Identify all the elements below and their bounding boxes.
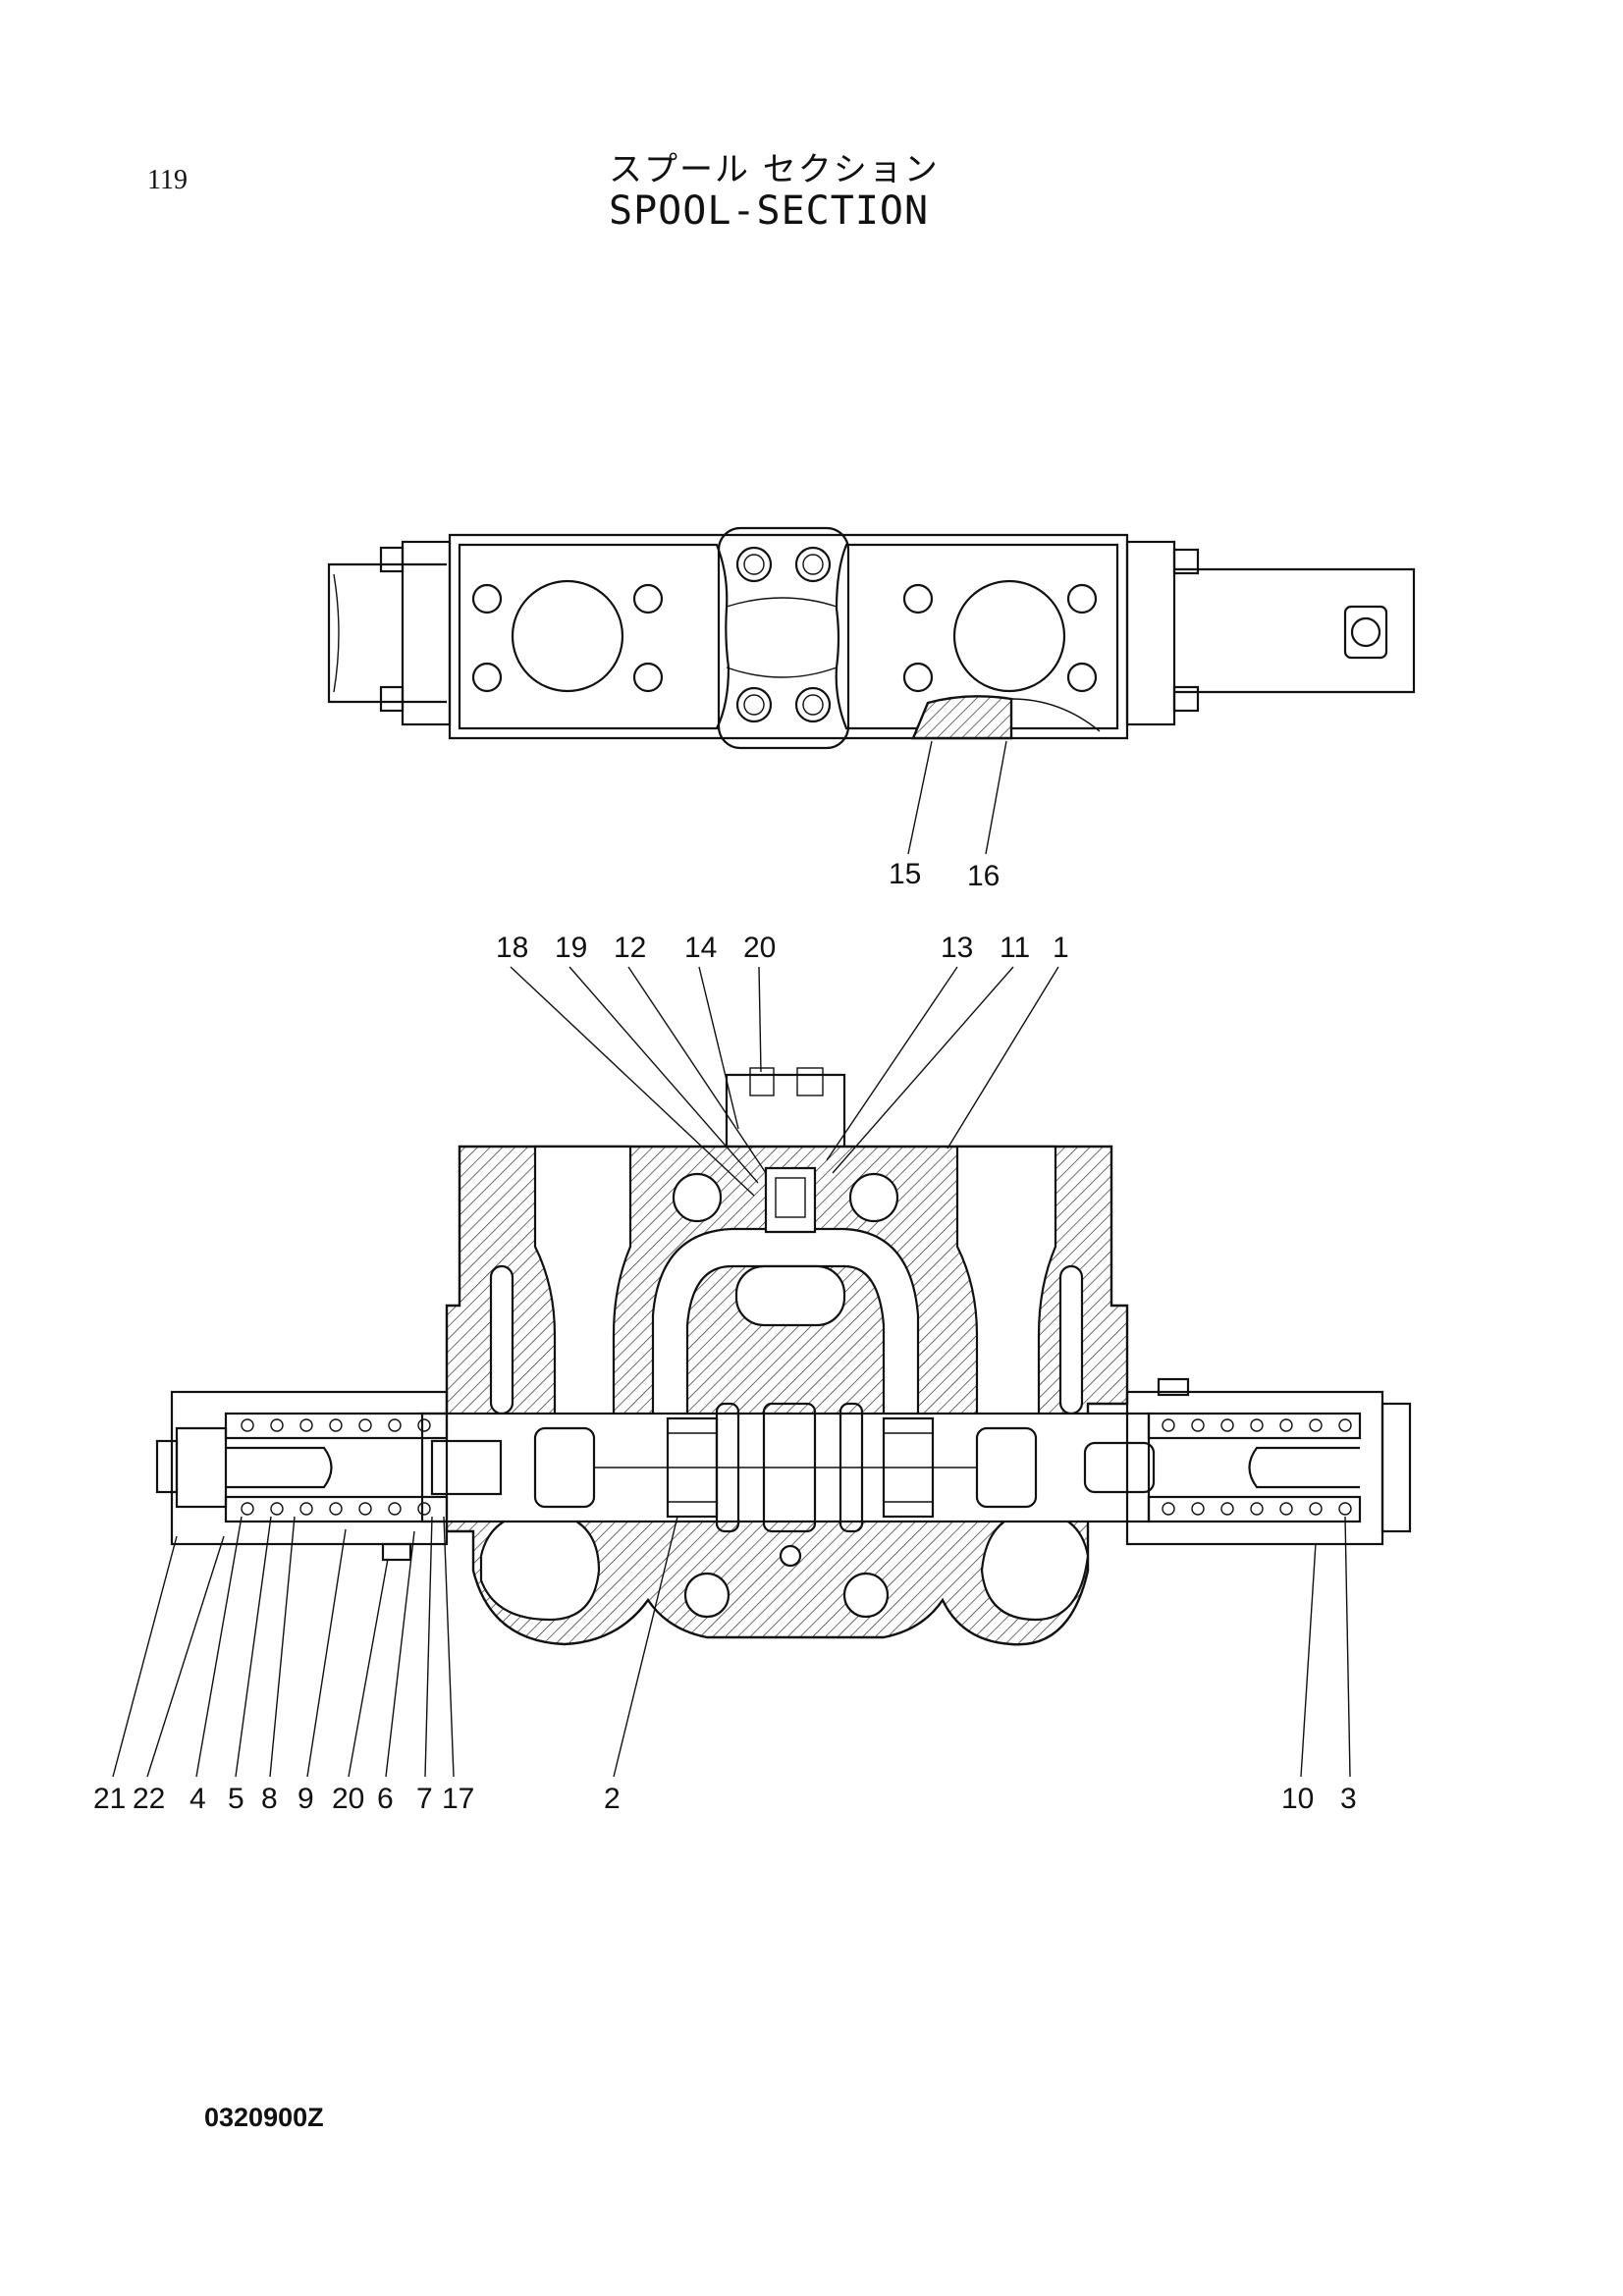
- callout-label: 19: [555, 932, 587, 964]
- callout-label: 4: [189, 1783, 206, 1815]
- section-view: [155, 1067, 1412, 1646]
- callout-label: 12: [614, 932, 646, 964]
- section-top-leaders: [510, 966, 1059, 1197]
- callout-label: 17: [442, 1783, 474, 1815]
- top-view: [327, 526, 1416, 855]
- section-bottom-leaders: [112, 1516, 1351, 1778]
- callout-label: 8: [261, 1783, 278, 1815]
- title-japanese: スプール セクション: [609, 150, 940, 189]
- callout-label: 20: [332, 1783, 364, 1815]
- drawing-code: 0320900Z: [204, 2103, 324, 2132]
- section-top-callouts: 18 19 12 14 20 13 11 1: [496, 932, 1069, 964]
- callout-label: 14: [684, 932, 717, 964]
- callout-label: 20: [743, 932, 776, 964]
- callout-label: 11: [1000, 932, 1030, 964]
- callout-label: 18: [496, 932, 528, 964]
- callout-label: 22: [133, 1783, 165, 1815]
- section-bottom-callouts: 21 22 4 5 8 9 20 6 7 17 2 10 3: [93, 1783, 1357, 1815]
- callout-label: 1: [1053, 932, 1069, 964]
- callout-label: 5: [228, 1783, 244, 1815]
- callout-label: 21: [93, 1783, 126, 1815]
- callout-label: 7: [416, 1783, 433, 1815]
- callout-label: 10: [1281, 1783, 1314, 1815]
- callout-label: 15: [889, 858, 921, 890]
- callout-label: 6: [377, 1783, 394, 1815]
- callout-label: 16: [967, 860, 1000, 892]
- page-number: 119: [147, 165, 188, 195]
- callout-label: 2: [604, 1783, 621, 1815]
- callout-label: 13: [941, 932, 973, 964]
- top-view-callouts: 15 16: [889, 858, 1000, 892]
- title-english: SPOOL-SECTION: [609, 188, 930, 234]
- callout-label: 3: [1340, 1783, 1357, 1815]
- callout-label: 9: [298, 1783, 314, 1815]
